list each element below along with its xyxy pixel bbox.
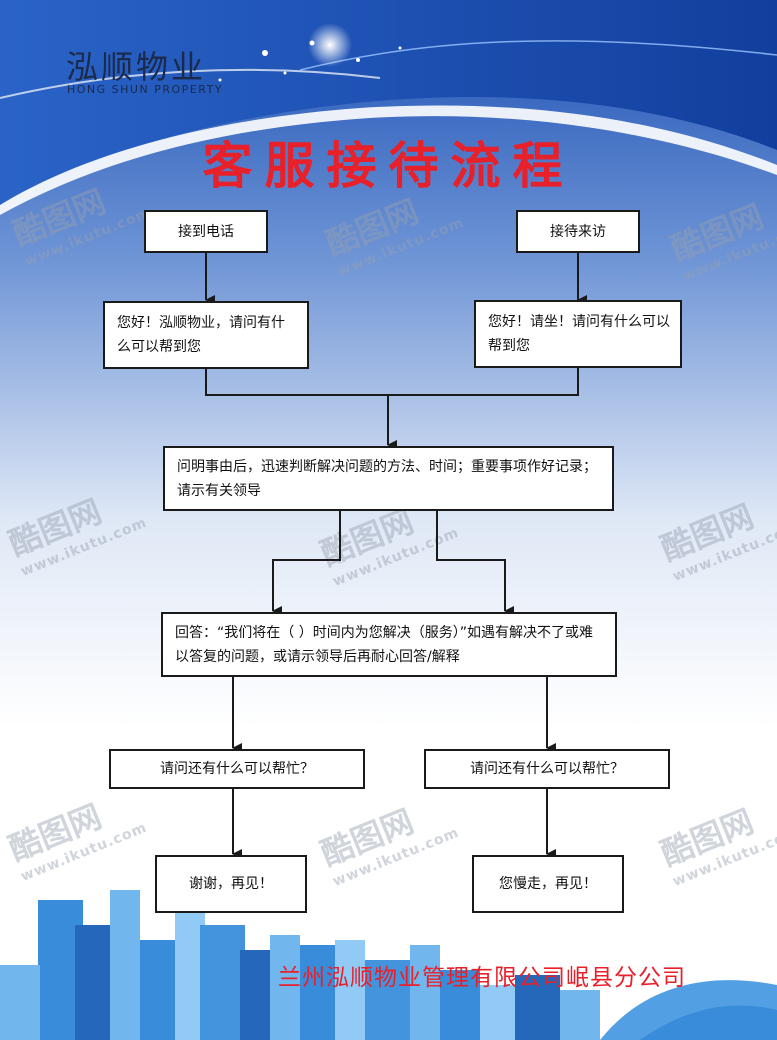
city-skyline	[0, 890, 777, 1040]
page-title: 客服接待流程	[202, 137, 575, 195]
footer-company: 兰州泓顺物业管理有限公司岷县分公司	[278, 965, 686, 991]
flow-box-bye-right: 您慢走，再见！	[472, 855, 624, 913]
flow-box-phone: 接到电话	[144, 210, 268, 253]
brand-name-en: HONG SHUN PROPERTY	[67, 83, 224, 96]
flow-box-ask-right: 请问还有什么可以帮忙？	[424, 749, 670, 789]
brand-name: 泓顺物业	[66, 48, 207, 86]
flow-box-assess: 问明事由后，迅速判断解决问题的方法、时间；重要事项作好记录；请示有关领导	[163, 446, 614, 511]
flow-box-answer: 回答：“我们将在（ ）时间内为您解决（服务）”如遇有解决不了或难以答复的问题，或…	[161, 612, 617, 677]
flow-box-visit-greeting: 您好！请坐！请问有什么可以帮到您	[474, 300, 682, 368]
flow-box-ask-left: 请问还有什么可以帮忙？	[109, 749, 365, 789]
flow-box-visit: 接待来访	[516, 210, 640, 253]
flow-box-phone-greeting: 您好！泓顺物业，请问有什么可以帮到您	[103, 301, 309, 369]
flow-box-bye-left: 谢谢，再见！	[155, 855, 307, 913]
